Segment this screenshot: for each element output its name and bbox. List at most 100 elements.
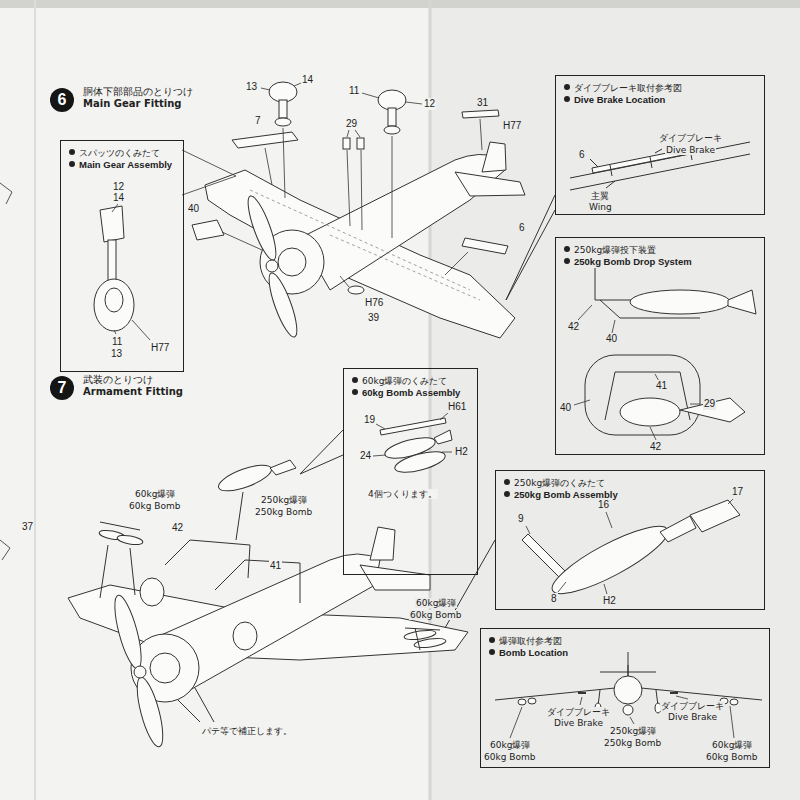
callout-number: 29 [345, 118, 358, 130]
panel-heading: Bomb Location [499, 647, 568, 658]
callout-number: 13 [110, 348, 123, 360]
panel-heading-line: 250kg Bomb Drop System [564, 256, 756, 268]
callout-number: H77 [150, 342, 170, 354]
callout-number: 40 [187, 203, 200, 215]
part-label: 250kg爆弾 [260, 495, 308, 505]
callout-number: H61 [447, 401, 467, 413]
panel-heading-line: Dive Brake Location [564, 94, 756, 106]
part-label: 60kg爆弾 [134, 489, 176, 499]
callout-number: 6 [518, 222, 526, 234]
bullet-dot [564, 258, 570, 264]
panel-heading: 250kg爆弾のくみたて [514, 478, 605, 488]
bullet-dot [564, 246, 570, 252]
part-label: 60kg Bomb [128, 501, 181, 511]
panel-heading-line: 60kg爆弾のくみたて [352, 375, 469, 387]
part-label: Dive Brake [553, 718, 604, 728]
panel-heading: Main Gear Assembly [79, 159, 172, 170]
panel-heading-line: 爆弾取付参考図 [489, 635, 761, 647]
callout-number: 7 [254, 115, 262, 127]
callout-number: 42 [171, 522, 184, 534]
callout-number: 19 [363, 414, 376, 426]
part-label: 60kg爆弾 [489, 740, 531, 750]
callout-number: 12 [112, 181, 125, 193]
bullet-dot [352, 377, 358, 383]
inset-panel: 250kg爆弾のくみたて250kg Bomb Assembly [495, 470, 765, 610]
bullet-dot [564, 96, 570, 102]
part-label: 60kg Bomb [705, 752, 758, 762]
part-label: 主翼 [590, 191, 610, 201]
callout-number: 29 [703, 398, 716, 410]
step-number-text: 6 [58, 91, 67, 109]
part-label: 60kg爆弾 [711, 740, 753, 750]
panel-heading: 爆弾取付参考図 [499, 636, 562, 646]
part-label: Wing [588, 202, 613, 212]
callout-number: 42 [567, 321, 580, 333]
panel-heading-line: スパッツのくみたて [69, 147, 175, 159]
part-label: パテ等で補正します。 [201, 726, 293, 736]
callout-number: 13 [245, 81, 258, 93]
callout-number: 16 [597, 499, 610, 511]
panel-heading-line: Bomb Location [489, 647, 761, 659]
panel-heading-line: 250kg爆弾のくみたて [504, 477, 756, 489]
part-label: 60kg Bomb [409, 610, 462, 620]
step-number: 6 [50, 88, 74, 112]
callout-number: 42 [649, 441, 662, 453]
step-number-text: 7 [58, 379, 67, 397]
panel-heading-line: 250kg Bomb Assembly [504, 489, 756, 501]
callout-number: 14 [112, 192, 125, 204]
bullet-dot [69, 149, 75, 155]
part-label: Main Gear Fitting [82, 98, 182, 110]
callout-number: 39 [367, 312, 380, 324]
panel-heading-line: Main Gear Assembly [69, 159, 175, 171]
panel-heading: 250kg Bomb Drop System [574, 256, 692, 267]
bullet-dot [69, 161, 75, 167]
step-number: 7 [50, 376, 74, 400]
panel-heading-line: ダイブブレーキ取付参考図 [564, 82, 756, 94]
panel-heading: Dive Brake Location [574, 94, 665, 105]
part-label: Armament Fitting [82, 386, 184, 398]
panel-heading-line: 60kg Bomb Assembly [352, 387, 469, 399]
callout-number: 11 [348, 85, 360, 97]
bullet-dot [564, 84, 570, 90]
inset-panel: 60kg爆弾のくみたて60kg Bomb Assembly [343, 368, 478, 575]
callout-number: 31 [476, 97, 489, 109]
part-label: 60kg Bomb [483, 752, 536, 762]
part-label: 250kg爆弾 [609, 726, 657, 736]
callout-number: 24 [359, 450, 372, 462]
part-label: Dive Brake [665, 145, 716, 155]
part-label: 4個つくります。 [367, 489, 438, 499]
bullet-dot [489, 649, 495, 655]
callout-number: 8 [550, 593, 558, 605]
bullet-dot [504, 479, 510, 485]
panel-heading-line: 250kg爆弾投下装置 [564, 244, 756, 256]
bullet-dot [504, 491, 510, 497]
part-label: ダイブブレーキ [658, 133, 723, 143]
callout-number: 41 [269, 560, 282, 572]
part-label: Dive Brake [667, 712, 718, 722]
part-label: 武装のとりつけ [82, 374, 154, 386]
panel-heading: 250kg爆弾投下装置 [574, 245, 656, 255]
callout-number: H77 [502, 120, 522, 132]
part-label: ダイブブレーキ [546, 707, 611, 717]
part-label: 胴体下部部品のとりつけ [82, 86, 194, 98]
inset-panel: 250kg爆弾投下装置250kg Bomb Drop System [555, 237, 765, 455]
callout-number: 17 [731, 486, 744, 498]
part-label: 250kg Bomb [254, 507, 313, 517]
callout-number: 40 [605, 333, 618, 345]
callout-number: 6 [578, 149, 586, 161]
panel-heading: 60kg爆弾のくみたて [362, 376, 447, 386]
callout-number: 37 [21, 521, 34, 533]
callout-number: H2 [602, 595, 617, 607]
callout-number: 9 [517, 513, 525, 525]
panel-heading: ダイブブレーキ取付参考図 [574, 83, 682, 93]
callout-number: 14 [301, 74, 314, 86]
inset-panel: ダイブブレーキ取付参考図Dive Brake Location [555, 75, 765, 215]
panel-heading: スパッツのくみたて [79, 148, 160, 158]
part-label: ダイブブレーキ [660, 701, 725, 711]
part-label: 60kg爆弾 [415, 598, 457, 608]
panel-heading: 60kg Bomb Assembly [362, 387, 460, 398]
callout-number: 11 [111, 336, 123, 348]
part-label: 250kg Bomb [603, 738, 662, 748]
